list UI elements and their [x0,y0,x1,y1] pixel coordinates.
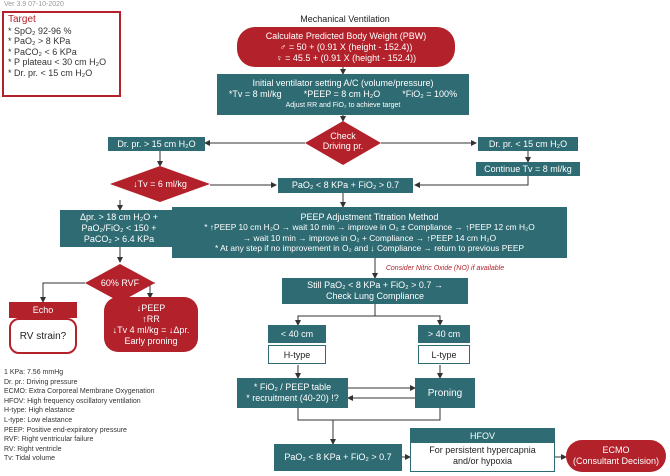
rv-management-box: ↓PEEP ↑RR ↓Tv 4 ml/kg = ↓Δpr. Early pron… [104,297,198,352]
h-type-label: H-type [268,345,326,364]
legend-item: L-type: Low elastance [4,416,73,424]
peep-step: * At any step if no improvement in O₂ an… [214,243,525,253]
target-item: * SpO₂ 92-96 % [8,25,72,36]
echo-box: Echo [9,302,77,318]
nitric-oxide-note: Consider Nitric Oxide (NO) if available [385,265,505,272]
legend-item: Tv: Tidal volume [4,455,55,463]
pbw-male: ♂ = 50 + (0.91 X (height - 152.4)) [279,41,413,52]
target-item: * PaCO₂ < 6 KPa [8,46,77,57]
initial-title: Initial ventilator setting A/C (volume/p… [252,78,434,88]
still-box: Still PaO₂ < 8 KPa + FiO₂ > 0.7 → Check … [282,278,468,304]
rv-mgmt-line: ↓PEEP [136,302,166,313]
pbw-box: Calculate Predicted Body Weight (PBW) ♂ … [237,27,455,67]
legend-item: RVF: Right ventricular failure [4,436,94,444]
lower-tv-diamond [110,166,210,202]
initial-peep: *PEEP = 8 cm H₂O [303,89,381,99]
criteria-line: PaCO₂ > 6.4 KPa [83,234,155,244]
fio2-line: * recruitment (40-20) !? [246,393,339,403]
peep-title: PEEP Adjustment Titration Method [300,211,439,222]
rv-mgmt-line: ↓Tv 4 ml/kg = ↓Δpr. [112,324,190,335]
peep-step: * ↑PEEP 10 cm H₂O → wait 10 min → improv… [204,222,535,232]
target-item: * PaO₂ > 8 KPa [8,36,71,46]
target-item: * Dr. pr. < 15 cm H₂O [8,67,93,78]
legend-item: 1 KPa: 7.56 mmHg [4,369,64,376]
hfov-desc: For persistent hypercapnia and/or hypoxi… [411,443,554,467]
pao2-box-2: PaO₂ < 8 KPa + FiO₂ > 0.7 [274,444,402,471]
version-label: Ver 3.9 07-10-2020 [4,1,64,8]
hfov-title: HFOV [411,429,554,443]
initial-adjust: Adjust RR and FiO₂ to achieve target [285,102,401,109]
legend-item: PEEP: Positive end-expiratory pressure [4,426,127,434]
check-line: Driving pr. [322,141,364,151]
proning-box: Proning [415,378,475,408]
rv-mgmt-line: ↑RR [142,313,160,324]
still-line: Check Lung Compliance [325,291,425,301]
criteria-box: Δpr. > 18 cm H₂O + PaO₂/FiO₂ < 150 + PaC… [60,210,178,247]
pao2-box-1: PaO₂ < 8 KPa + FiO₂ > 0.7 [278,178,413,193]
initial-setting-box: Initial ventilator setting A/C (volume/p… [217,74,469,115]
rv-mgmt-line: Early proning [124,335,178,346]
legend-item: ECMO: Extra Corporeal Membrane Oxygenati… [4,388,155,396]
legend-item: H-type: High elastance [4,407,75,415]
ecmo-line: (Consultant Decision) [572,456,660,466]
l-type-label: L-type [418,345,470,364]
check-diamond [305,121,381,165]
hfov-line: For persistent hypercapnia [429,445,536,455]
abbreviation-legend: 1 KPa: 7.56 mmHg Dr. pr.: Driving pressu… [4,368,264,464]
check-line: Check [330,131,356,141]
criteria-line: PaO₂/FiO₂ < 150 + [81,223,157,233]
ecmo-box: ECMO (Consultant Decision) [566,440,666,472]
pbw-female: ♀ = 45.5 + (0.91 X (height - 152.4)) [275,52,417,63]
legend-item: RV: Right ventricle [4,445,62,453]
pbw-line: Calculate Predicted Body Weight (PBW) [265,30,427,41]
peep-titration-box: PEEP Adjustment Titration Method * ↑PEEP… [172,207,567,258]
legend-item: Dr. pr.: Driving pressure [4,378,78,386]
l-type-value: > 40 cm [418,325,470,343]
fio2-line: * FiO₂ / PEEP table [253,382,332,392]
ecmo-line: ECMO [602,445,630,455]
hfov-box: HFOV For persistent hypercapnia and/or h… [410,428,555,472]
hfov-line: and/or hypoxia [452,456,513,466]
h-type-value: < 40 cm [268,325,326,343]
page-title: Mechanical Ventilation [300,14,390,24]
legend-item: HFOV: High frequency oscillatory ventila… [4,397,141,405]
rv-strain-box: RV strain? [9,318,77,354]
initial-fio2: *FiO₂ = 100% [402,89,458,99]
lower-tv-label: ↓Tv = 6 ml/kg [133,179,187,189]
criteria-line: Δpr. > 18 cm H₂O + [79,212,159,222]
target-heading: Target [8,14,36,25]
still-line: Still PaO₂ < 8 KPa + FiO₂ > 0.7 → [307,280,443,290]
initial-tv: *Tv = 8 ml/kg [228,89,282,99]
rvf-diamond [85,264,155,302]
check-label: Check Driving pr. [305,131,381,151]
continue-tv-box: Continue Tv = 8 ml/kg [476,162,580,176]
fio2-peep-box: * FiO₂ / PEEP table * recruitment (40-20… [237,378,348,408]
target-box: Target * SpO₂ 92-96 % * PaO₂ > 8 KPa * P… [2,11,121,97]
rvf-label: 60% RVF [100,278,140,288]
drpr-low-box: Dr. pr. < 15 cm H₂O [478,137,578,151]
drpr-high-box: Dr. pr. > 15 cm H₂O [108,137,205,151]
peep-step: → wait 10 min → improve in O₂ + Complian… [242,232,497,243]
target-item: * P plateau < 30 cm H₂O [8,57,107,67]
